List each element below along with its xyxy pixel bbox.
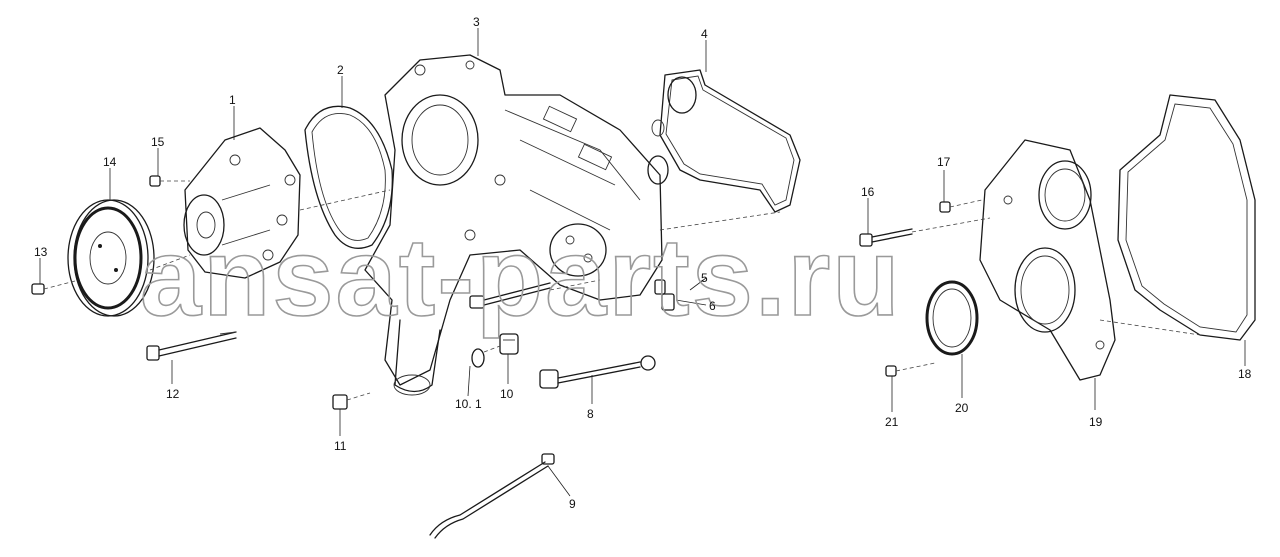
dipstick-9 (429, 453, 555, 539)
callout-1: 1 (229, 93, 236, 107)
callout-16: 16 (861, 185, 875, 199)
gasket-18 (1117, 94, 1256, 341)
callout-13: 13 (34, 245, 48, 259)
callout-21: 21 (885, 415, 899, 429)
callout-12: 12 (166, 387, 180, 401)
callout-11: 11 (334, 439, 347, 453)
gasket-4 (647, 69, 801, 213)
sensor-10 (499, 333, 519, 355)
callout-6: 6 (709, 299, 716, 313)
watermark: ansat-parts.ru (140, 216, 902, 339)
callout-18: 18 (1238, 367, 1252, 381)
bolt-12 (146, 331, 237, 361)
assembly-lines (149, 189, 1201, 353)
callout-8: 8 (587, 407, 594, 421)
callout-15: 15 (151, 135, 165, 149)
callout-17: 17 (937, 155, 951, 169)
callout-5: 5 (701, 271, 708, 285)
callout-labels: 1 2 3 4 5 6 8 9 10 10. 1 11 12 13 14 15 … (34, 15, 1252, 511)
callout-10: 10 (500, 387, 514, 401)
pulley-14 (67, 199, 155, 317)
callout-4: 4 (701, 27, 708, 41)
callout-9: 9 (569, 497, 576, 511)
callout-10-1: 10. 1 (455, 397, 482, 411)
callout-20: 20 (955, 401, 969, 415)
callout-3: 3 (473, 15, 480, 29)
bolt-17 (939, 199, 983, 213)
callout-14: 14 (103, 155, 117, 169)
bolt-16 (859, 228, 913, 247)
water-pump-1 (183, 127, 301, 279)
bolt-5 (469, 282, 551, 309)
bolt-15 (149, 175, 190, 187)
callout-2: 2 (337, 63, 344, 77)
front-cover-3 (364, 54, 663, 396)
bolt-21 (885, 362, 936, 377)
bolt-13 (31, 280, 76, 295)
gasket-2 (304, 105, 393, 249)
plug-6 (654, 279, 675, 311)
sensor-8 (539, 355, 656, 389)
rear-housing-19 (979, 139, 1116, 381)
callout-19: 19 (1089, 415, 1103, 429)
leader-lines (39, 28, 1246, 497)
seal-ring-20 (925, 280, 979, 356)
bolt-11 (332, 392, 371, 410)
washer-10-1 (471, 348, 485, 368)
